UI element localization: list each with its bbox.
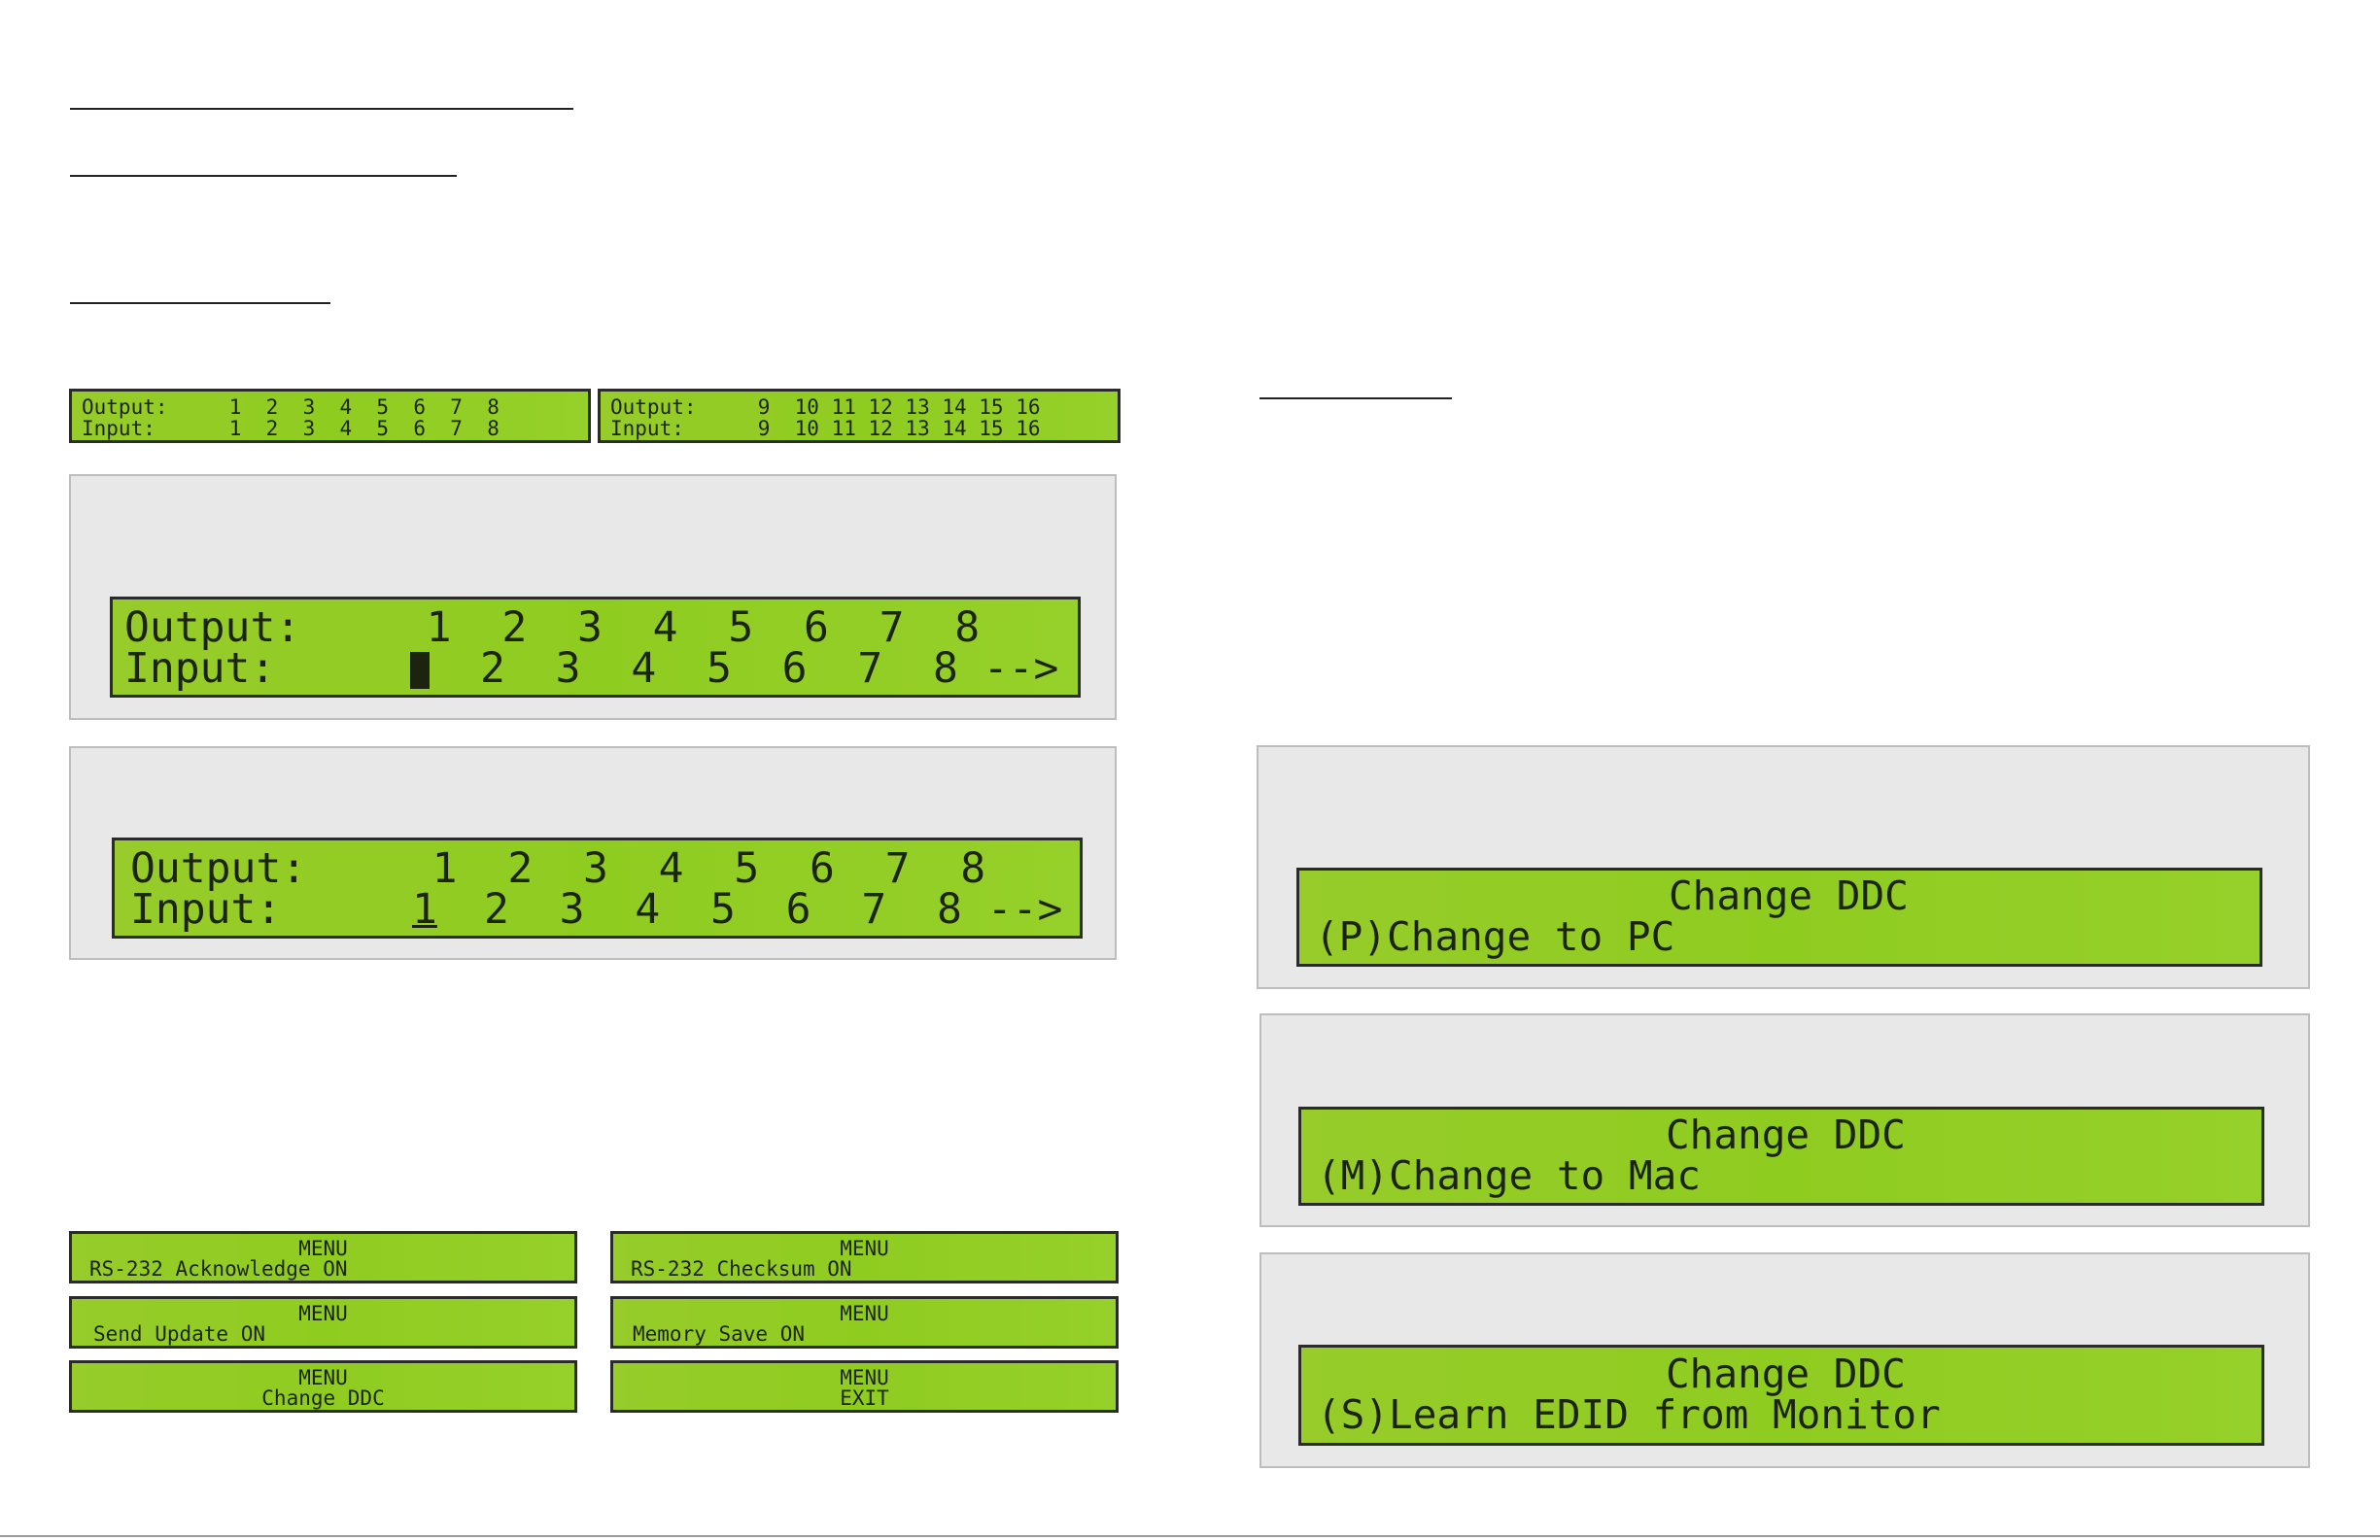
ddc-title: Change DDC: [1666, 1351, 1906, 1397]
menu-lcd-send-update: MENU Send Update ON: [69, 1296, 577, 1349]
menu-item: RS-232 Checksum ON: [631, 1257, 852, 1281]
menu-title: MENU: [840, 1237, 889, 1260]
lcd-line-output: Output: 1 2 3 4 5 6 7 8: [124, 603, 981, 652]
ddc-frame-pc: Change DDC (P)Change to PC: [1257, 745, 2310, 989]
ddc-title: Change DDC: [1669, 873, 1909, 919]
menu-item: Memory Save ON: [633, 1322, 806, 1346]
status-lcd-block-cursor: Output: 1 2 3 4 5 6 7 8 Input: 2 3 4 5 6…: [110, 597, 1081, 698]
ddc-option: (S)Learn EDID from Monitor: [1317, 1391, 1941, 1438]
status-lcd-underline-cursor: Output: 1 2 3 4 5 6 7 8 Input: 1 2 3 4 5…: [112, 838, 1083, 939]
ddc-frame-mac: Change DDC (M)Change to Mac: [1259, 1013, 2310, 1227]
underline-cursor: 1: [412, 885, 437, 934]
menu-lcd-exit: MENU EXIT: [610, 1360, 1119, 1413]
lcd-line-output: Output: 1 2 3 4 5 6 7 8: [130, 844, 986, 893]
status-lcd-outputs-9-16: Output: 9 10 11 12 13 14 15 16 Input: 9 …: [598, 389, 1121, 443]
ddc-frame-learn-edid: Change DDC (S)Learn EDID from Monitor: [1259, 1252, 2310, 1468]
menu-lcd-rs232-acknowledge: MENU RS-232 Acknowledge ON: [69, 1231, 577, 1283]
ddc-lcd-learn-edid: Change DDC (S)Learn EDID from Monitor: [1298, 1345, 2264, 1446]
ddc-title: Change DDC: [1666, 1112, 1906, 1158]
lcd-line-input: Input: 9 10 11 12 13 14 15 16: [610, 417, 1041, 440]
ddc-option: (M)Change to Mac: [1317, 1152, 1701, 1199]
menu-item: RS-232 Acknowledge ON: [89, 1257, 348, 1281]
menu-title: MENU: [840, 1366, 889, 1389]
menu-lcd-change-ddc: MENU Change DDC: [69, 1360, 577, 1413]
lcd-line-input-label: Input:: [124, 644, 276, 693]
menu-lcd-rs232-checksum: MENU RS-232 Checksum ON: [610, 1231, 1119, 1283]
block-cursor: [410, 652, 430, 689]
ddc-lcd-mac: Change DDC (M)Change to Mac: [1298, 1107, 2264, 1206]
menu-item: Send Update ON: [93, 1322, 266, 1346]
lcd-frame-underline-cursor: Output: 1 2 3 4 5 6 7 8 Input: 1 2 3 4 5…: [69, 746, 1117, 960]
lcd-line-input-values: 2 3 4 5 6 7 8 -->: [484, 885, 1063, 934]
lcd-line-input: Input: 1 2 3 4 5 6 7 8: [82, 417, 500, 440]
heading-rule-4: [1259, 397, 1452, 399]
page-bottom-rule: [0, 1535, 2380, 1537]
ddc-lcd-pc: Change DDC (P)Change to PC: [1296, 868, 2262, 967]
heading-rule-1: [70, 108, 573, 110]
lcd-line-output: Output: 1 2 3 4 5 6 7 8: [82, 395, 500, 419]
menu-title: MENU: [298, 1302, 348, 1325]
lcd-line-input-label: Input:: [130, 885, 282, 934]
menu-title: MENU: [840, 1302, 889, 1325]
ddc-option: (P)Change to PC: [1315, 913, 1675, 960]
menu-title: MENU: [298, 1366, 348, 1389]
lcd-line-input-values: 2 3 4 5 6 7 8 -->: [480, 644, 1059, 693]
menu-lcd-memory-save: MENU Memory Save ON: [610, 1296, 1119, 1349]
heading-rule-3: [70, 302, 330, 304]
lcd-line-output: Output: 9 10 11 12 13 14 15 16: [610, 395, 1041, 419]
menu-item: Change DDC: [261, 1386, 385, 1410]
status-lcd-outputs-1-8: Output: 1 2 3 4 5 6 7 8 Input: 1 2 3 4 5…: [69, 389, 591, 443]
menu-item: EXIT: [840, 1386, 889, 1410]
heading-rule-2: [70, 175, 457, 177]
menu-title: MENU: [298, 1237, 348, 1260]
lcd-frame-block-cursor: Output: 1 2 3 4 5 6 7 8 Input: 2 3 4 5 6…: [69, 474, 1117, 720]
